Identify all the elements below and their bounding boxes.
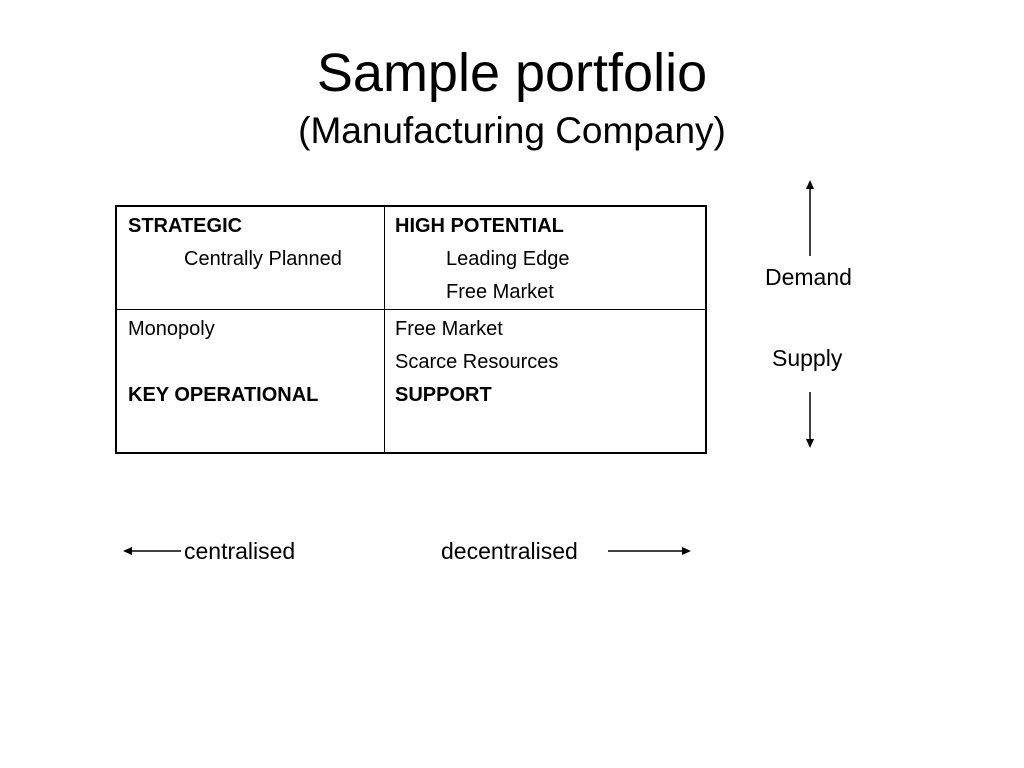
up-arrow-icon xyxy=(806,180,814,256)
quadrant-support-item: Scarce Resources xyxy=(395,351,559,373)
axis-label-demand: Demand xyxy=(765,264,852,290)
slide-title: Sample portfolio xyxy=(316,43,708,103)
slide-subtitle: (Manufacturing Company) xyxy=(298,110,726,151)
left-arrow-icon xyxy=(123,547,181,555)
axis-label-decentralised: decentralised xyxy=(441,538,578,564)
axis-label-centralised: centralised xyxy=(184,538,296,564)
portfolio-grid: STRATEGIC Centrally Planned HIGH POTENTI… xyxy=(115,205,707,454)
quadrant-strategic-item: Centrally Planned xyxy=(184,248,342,270)
quadrant-key-operational-heading: KEY OPERATIONAL xyxy=(128,384,319,406)
axis-label-supply: Supply xyxy=(772,345,843,371)
quadrant-high-potential-item: Free Market xyxy=(446,281,554,303)
quadrant-high-potential-heading: HIGH POTENTIAL xyxy=(395,215,564,237)
grid-horizontal-divider xyxy=(117,309,705,310)
grid-vertical-divider xyxy=(384,207,385,452)
right-arrow-icon xyxy=(608,547,691,555)
quadrant-high-potential-item: Leading Edge xyxy=(446,248,570,270)
quadrant-key-operational-item: Monopoly xyxy=(128,318,215,340)
quadrant-strategic-heading: STRATEGIC xyxy=(128,215,243,237)
quadrant-support-item: Free Market xyxy=(395,318,503,340)
quadrant-support-heading: SUPPORT xyxy=(395,384,492,406)
down-arrow-icon xyxy=(806,392,814,448)
